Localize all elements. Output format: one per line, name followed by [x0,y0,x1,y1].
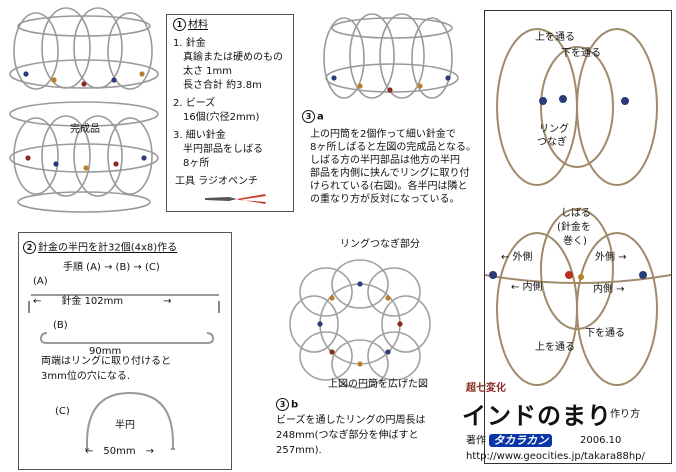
step-A-label: (A) [33,276,48,287]
materials-item: 半円部品をしばる [173,144,263,155]
wire-B-length: 90mm [89,346,122,357]
materials-item: 16個(穴径2mm) [173,112,260,123]
step-3b-text: 257mm). [276,445,322,456]
author-line: 著作 タカラカン [466,434,553,448]
step-3b-text: ビーズを通したリングの円周長は [276,415,426,426]
label-under-top: 下を通る [561,48,601,59]
step-3a-text: の重なり方が反対になっている。 [310,194,460,205]
label-ring-joint: つなぎ [537,137,567,148]
semicircle-drawing [85,391,175,450]
title-suffix: 作り方 [610,409,640,420]
label-bind-3: 巻く) [563,236,587,247]
detail-photo-drawing [484,28,672,386]
author-logo: タカラカン [489,434,553,447]
label-outer-right: 外側 → [595,252,627,263]
step-3a-text: 上の円筒を2個作って細い針金で [310,129,456,140]
semicircle-length: ← 50mm → [85,446,154,457]
materials-item: 8ヶ所 [173,158,210,169]
finished-product-photo: 完成品 [9,7,159,213]
label-outer-left: ← 外側 [501,252,533,263]
procedure-label: 手順 (A) → (B) → (C) [63,262,160,273]
expanded-ring-photo [289,259,431,389]
semicircle-label: 半円 [115,420,135,431]
subtitle: 超七変化 [466,383,506,394]
step-number-1: 1 [173,18,186,31]
ring-joint-label: リングつなぎ部分 [340,239,420,250]
wire-A-length: ← 針金 102mm → [33,296,172,307]
page-title: インドのまり [462,402,612,430]
label-over-bottom: 上を通る [535,342,575,353]
date: 2006.10 [580,435,622,446]
materials-item: 太さ 1mm [173,66,233,77]
label-under-bottom: 下を通る [585,328,625,339]
website-link[interactable]: http://www.geocities.jp/takara88hp/ [466,451,645,462]
step-number-3a: 3 [302,110,315,123]
step-3a-text: 部品を内側に挟んでリングに取り付 [310,168,470,179]
step-number-2: 2 [23,241,36,254]
wire-B-drawing [39,332,215,344]
label-over-top: 上を通る [535,32,575,43]
cylinder-photo [323,13,459,99]
label-inner-left: ← 内側 [511,282,543,293]
step-3a-text: しばる方の半円部品は他方の半円 [310,155,460,166]
label-bind-2: (針金を [557,222,591,233]
materials-item: 長さ合計 約3.8m [173,80,262,91]
materials-item: 3. 細い針金 [173,130,226,141]
materials-item: 2. ビーズ [173,98,216,109]
tool-label: 工具 ラジオペンチ [175,176,258,187]
label-bind: しばる [561,208,591,219]
step-3b-text: 248mm(つなぎ部分を伸ばすと [276,430,419,441]
wire-A-drawing [28,294,220,313]
finished-product-label: 完成品 [70,122,100,135]
materials-item: 真鍮または硬めのもの [173,52,283,63]
step-3a-text: けられている(右図)。各半円は隣と [310,181,468,192]
expanded-label: 上図の円筒を広げた図 [328,379,428,390]
step-3a-text: 8ヶ所しばると左図の完成品となる。 [310,142,477,153]
detail-photo: 上を通る 下を通る リング つなぎ しばる (針金を 巻く) ← 外側 外側 →… [484,10,672,464]
wire-B-note-1: 両端はリングに取り付けると [41,356,171,367]
step-C-label: (C) [55,406,70,417]
step-B-label: (B) [53,320,68,331]
label-ring: リング [539,124,569,135]
label-inner-right: 内側 → [593,284,625,295]
step-number-3b: 3 [276,398,289,411]
pliers-icon [205,194,266,204]
materials-item: 1. 針金 [173,38,206,49]
wire-B-note-2: 3mm位の穴になる. [41,371,131,382]
